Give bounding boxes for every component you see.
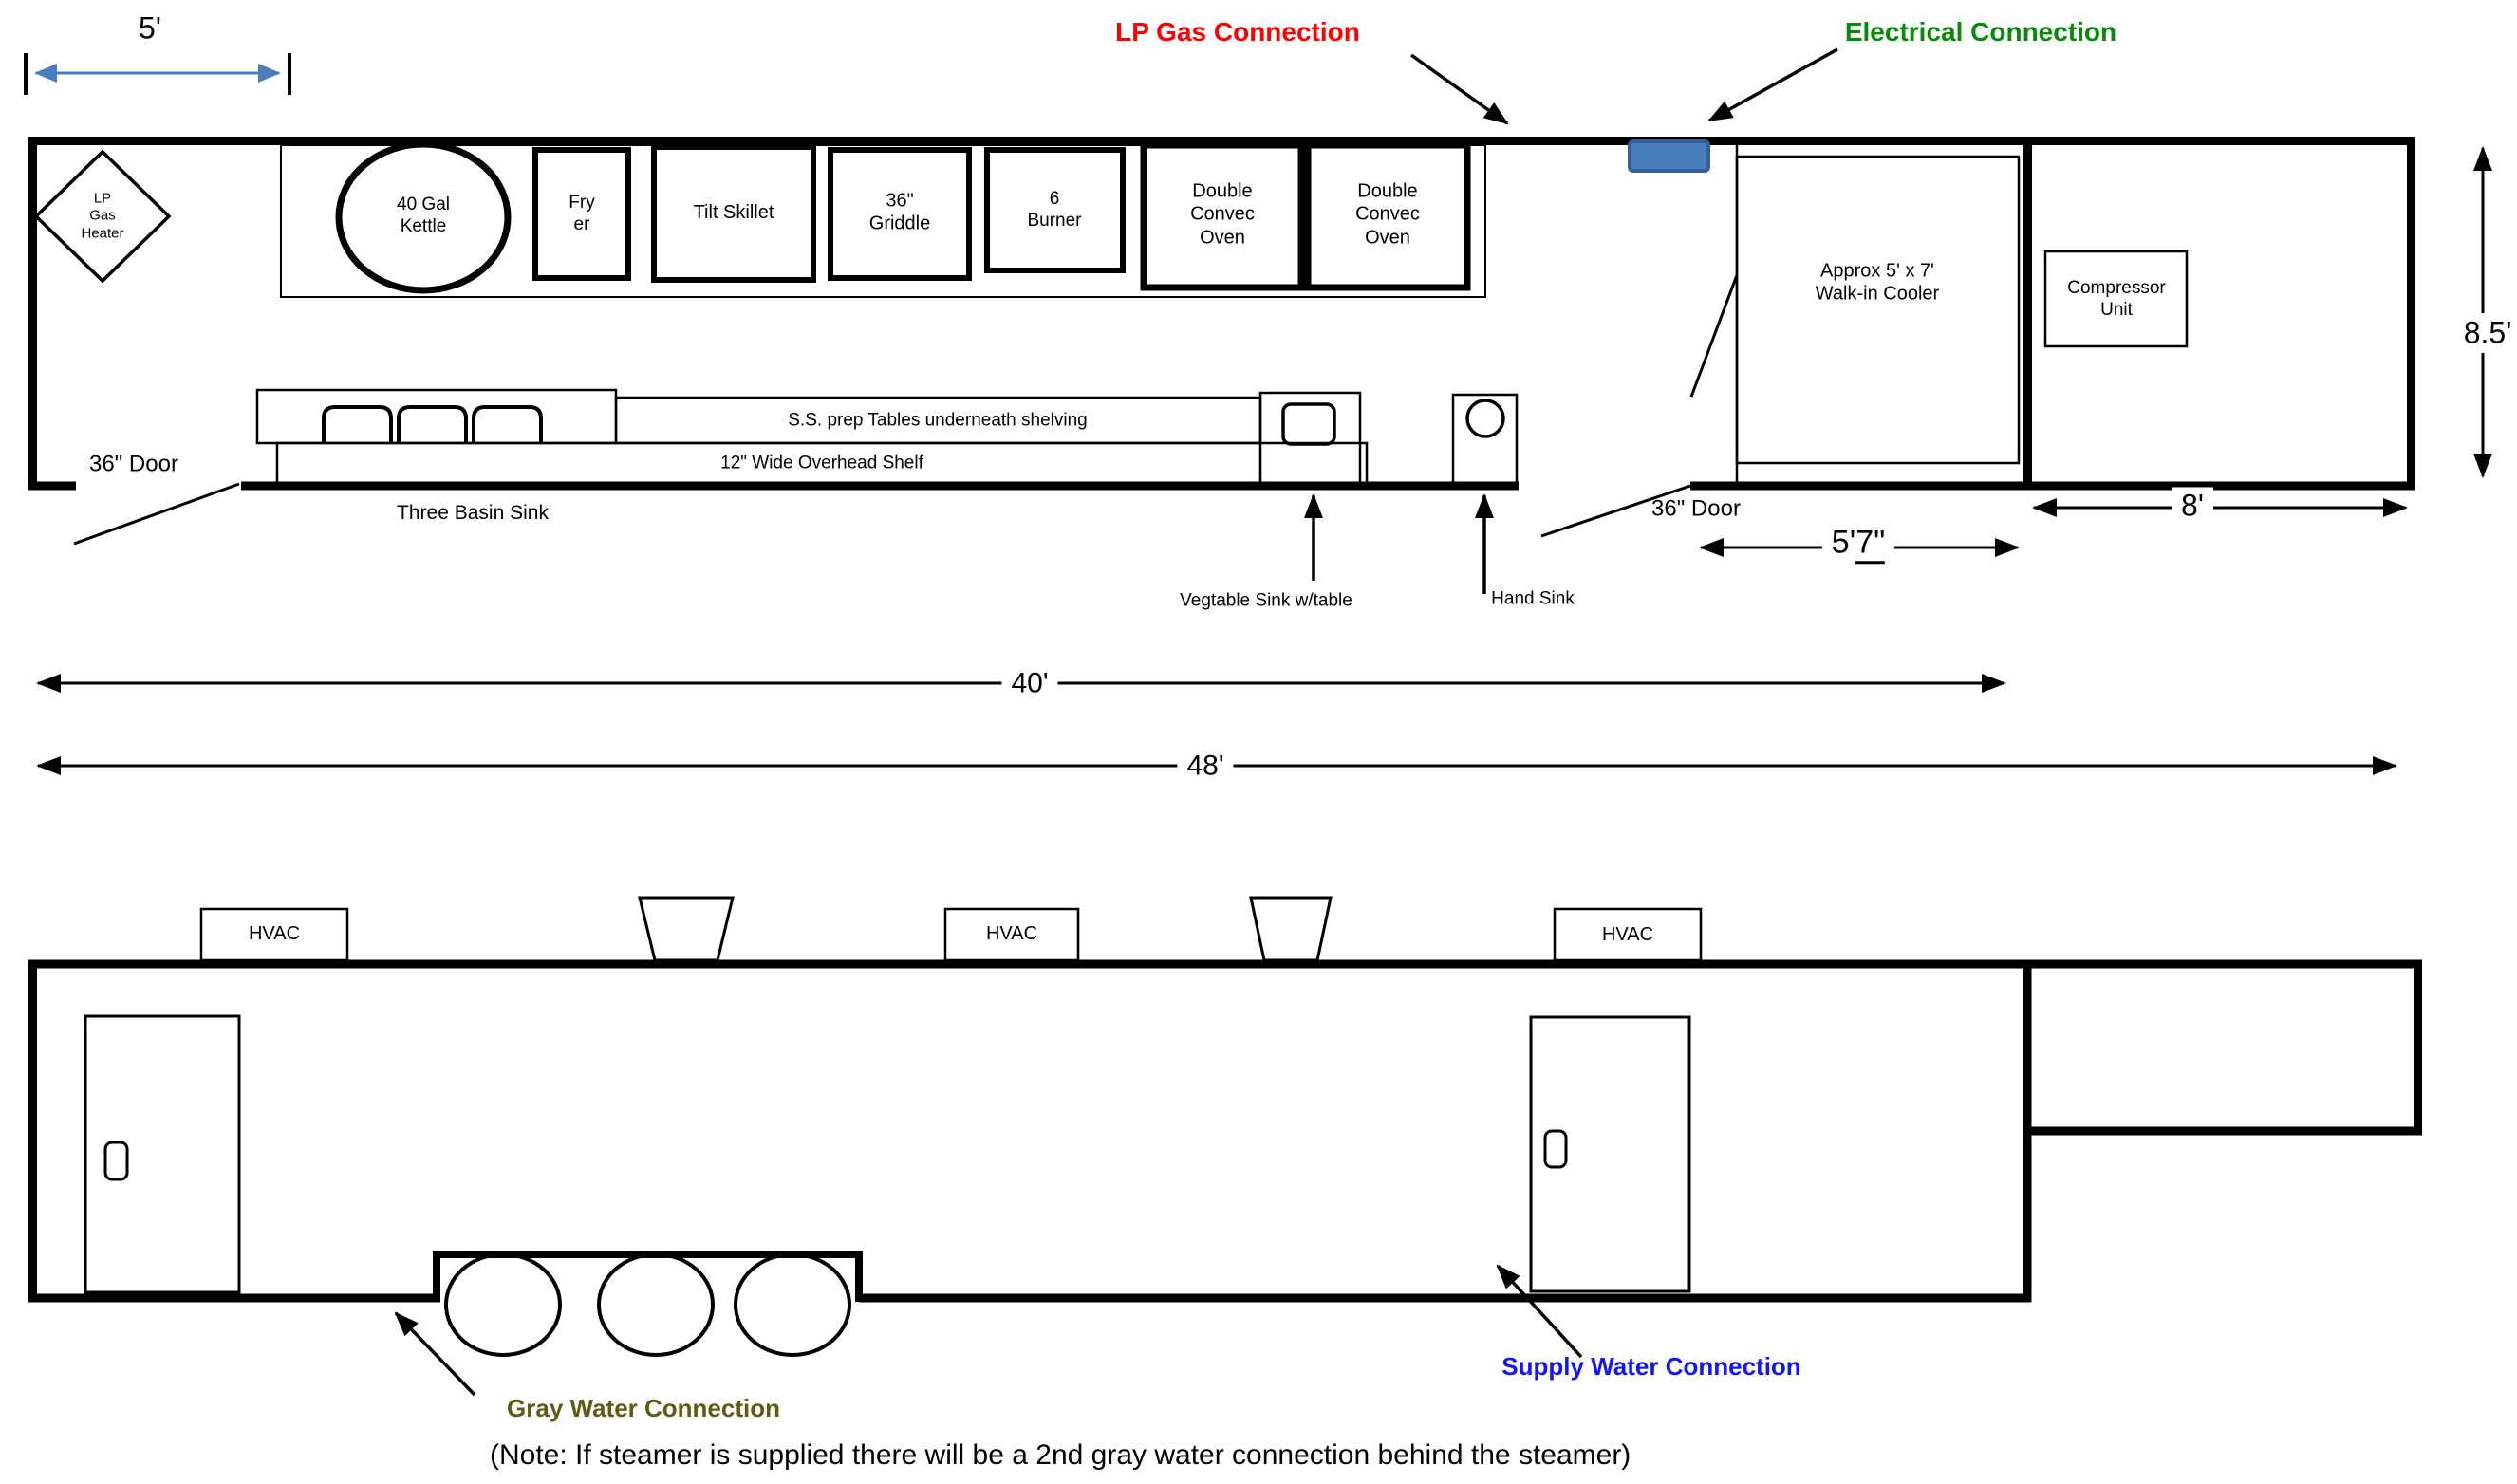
- cooler-door-swing: [1689, 274, 1739, 398]
- sink-basin-2: [397, 405, 468, 443]
- three-basin-sink-counter: [255, 388, 618, 445]
- electrical-connection-box: [1628, 139, 1710, 173]
- pointer-arrows: [394, 47, 1838, 1397]
- oven-2-shape: [1304, 141, 1471, 291]
- wheel-1: [444, 1252, 562, 1357]
- equipment-shapes: [33, 139, 2189, 486]
- gray-water-arrow: [394, 1311, 476, 1397]
- compressor-label: Compressor Unit: [2067, 277, 2166, 320]
- hvac-unit-1: [199, 907, 349, 962]
- floor-plan-walls: [28, 137, 2415, 491]
- hand-sink-label: Hand Sink: [1491, 588, 1575, 609]
- overhead-shelf-label: 12" Wide Overhead Shelf: [720, 453, 923, 473]
- oven-1-shape: [1140, 141, 1305, 291]
- elev-door-right: [1529, 1015, 1691, 1293]
- lp-gas-heater-label: LP Gas Heater: [81, 190, 124, 242]
- electrical-connection-label: Electrical Connection: [1844, 16, 2117, 46]
- kettle-shape: [335, 140, 512, 294]
- door-swing-left: [73, 482, 240, 546]
- dim-5ft7-feet: 5': [1831, 524, 1856, 561]
- hand-sink-bowl: [1465, 399, 1505, 438]
- griddle-label: 36" Griddle: [868, 190, 931, 234]
- hvac-2-label: HVAC: [985, 922, 1038, 944]
- wheel-2: [597, 1252, 715, 1357]
- dim-5ft7-label: 5'7": [1821, 523, 1895, 565]
- fixture-shapes: [255, 388, 1519, 485]
- walk-in-cooler-label: Approx 5' x 7' Walk-in Cooler: [1815, 260, 1940, 305]
- lp-gas-heater-shape: [33, 149, 172, 284]
- six-burner-shape: [984, 147, 1126, 273]
- oven-2-label: Double Convec Oven: [1355, 180, 1420, 249]
- door-right-label: 36" Door: [1651, 495, 1741, 522]
- vegetable-sink-bowl: [1281, 402, 1336, 446]
- fryer-shape: [532, 147, 631, 281]
- dimension-5ft: [24, 53, 291, 95]
- dim-5ft7-inches: 7": [1855, 524, 1886, 565]
- lp-gas-connection-label: LP Gas Connection: [1115, 16, 1360, 46]
- prep-tables-label: S.S. prep Tables underneath shelving: [788, 410, 1088, 431]
- elev-door-left-handle: [103, 1141, 129, 1181]
- gray-water-connection-label: Gray Water Connection: [507, 1394, 780, 1423]
- dim-5ft-label: 5': [139, 10, 161, 46]
- compressor-unit-shape: [2043, 250, 2189, 348]
- hvac-unit-3: [1553, 907, 1703, 962]
- walk-in-cooler-shape: [1735, 155, 2021, 465]
- roof-vent-1: [638, 896, 735, 962]
- sink-basin-1: [322, 405, 393, 443]
- six-burner-label: 6 Burner: [1027, 188, 1082, 231]
- elev-door-left: [84, 1014, 241, 1294]
- lp-gas-arrow: [1409, 53, 1509, 125]
- overhead-shelf-shape: [275, 441, 1369, 485]
- vegetable-sink-shape: [1258, 391, 1362, 485]
- tilt-skillet-label: Tilt Skillet: [693, 201, 774, 223]
- hand-sink-shape: [1451, 393, 1519, 485]
- vegetable-sink-label: Vegtable Sink w/table: [1180, 590, 1352, 611]
- sink-basin-3: [472, 405, 543, 443]
- three-basin-sink-label: Three Basin Sink: [397, 502, 549, 525]
- elevation-view: [28, 896, 2422, 1357]
- dim-8ft-label: 8': [2172, 487, 2213, 525]
- door-swing-right: [1540, 484, 1691, 538]
- wheel-3: [734, 1252, 851, 1357]
- elev-door-right-handle: [1543, 1129, 1568, 1169]
- equipment-counter: [280, 144, 1486, 298]
- oven-1-label: Double Convec Oven: [1190, 180, 1255, 249]
- kettle-label: 40 Gal Kettle: [397, 194, 450, 236]
- steamer-note: (Note: If steamer is supplied there will…: [490, 1439, 1631, 1471]
- tilt-skillet-shape: [651, 144, 816, 283]
- dim-85ft-label: 8.5': [2463, 315, 2512, 350]
- griddle-shape: [828, 147, 972, 281]
- hvac-3-label: HVAC: [1601, 923, 1654, 945]
- fryer-label: Fry er: [569, 192, 595, 234]
- roof-vent-2: [1249, 896, 1333, 962]
- dim-48ft-label: 48': [1177, 749, 1234, 785]
- door-left-label: 36" Door: [89, 451, 178, 477]
- hvac-unit-2: [943, 907, 1080, 962]
- supply-water-arrow: [1496, 1264, 1583, 1359]
- dim-40ft-label: 40': [1001, 666, 1058, 702]
- electrical-arrow: [1707, 47, 1838, 122]
- hvac-1-label: HVAC: [248, 922, 301, 944]
- door-swings: [73, 482, 1691, 546]
- supply-water-connection-label: Supply Water Connection: [1501, 1352, 1801, 1382]
